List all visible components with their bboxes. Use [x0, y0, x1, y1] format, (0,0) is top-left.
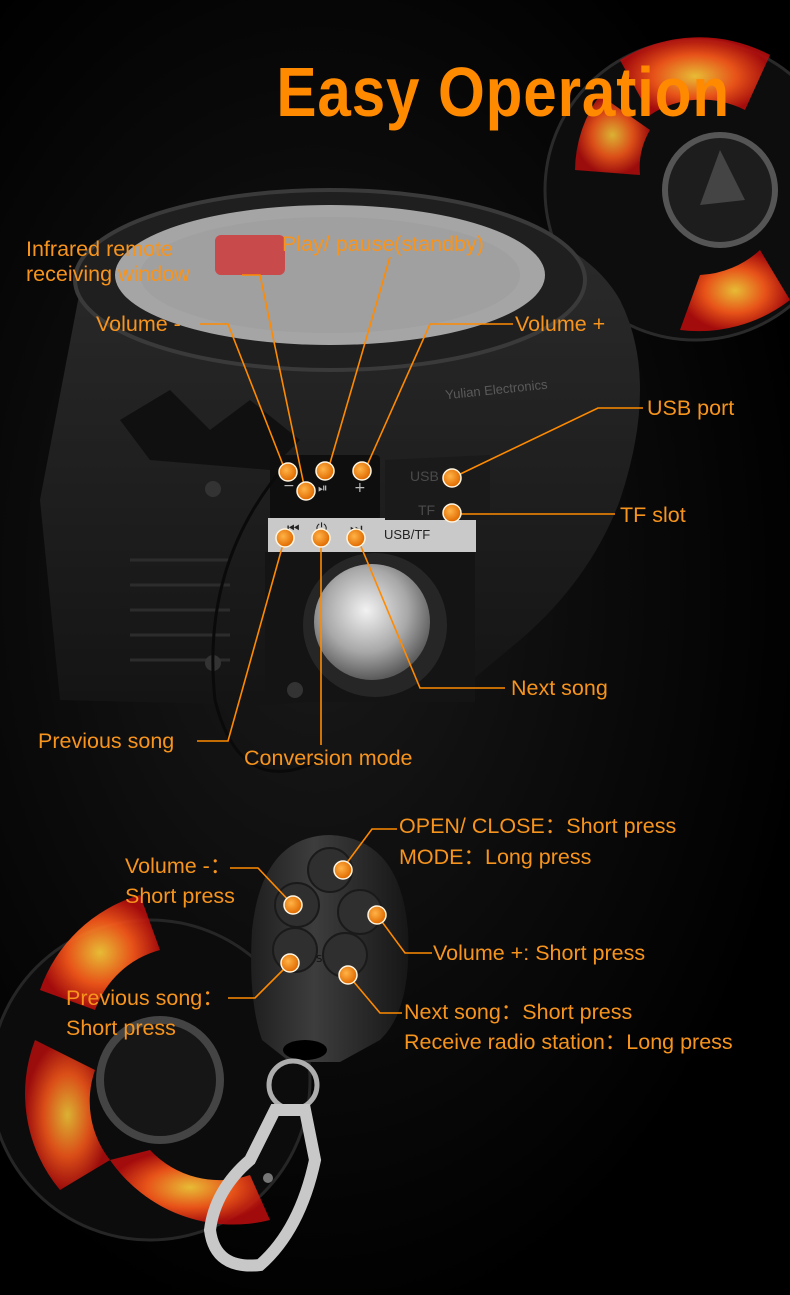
- label-remote-next-1: Next song：Short press: [404, 1000, 633, 1024]
- label-usb-port: USB port: [647, 396, 735, 420]
- marker-volume-minus: [278, 462, 298, 482]
- marker-ir-window: [296, 481, 316, 501]
- marker-remote-open: [333, 860, 353, 880]
- label-remote-volume-minus-2: Short press: [125, 884, 235, 908]
- label-remote-mode: MODE：Long press: [399, 845, 592, 869]
- label-ir-window-line2: receiving window: [26, 262, 190, 286]
- marker-volume-plus: [352, 461, 372, 481]
- marker-remote-next: [338, 965, 358, 985]
- device-tf-mark: TF: [418, 502, 436, 518]
- led-wheel-top-right: [543, 37, 790, 342]
- svg-text:−: −: [283, 478, 295, 494]
- label-play-pause: Play/ pause(standby): [282, 232, 484, 256]
- label-tf-slot: TF slot: [620, 503, 686, 527]
- label-remote-previous-2: Short press: [66, 1016, 176, 1040]
- marker-mode: [311, 528, 331, 548]
- callout-markers: [275, 461, 462, 985]
- marker-remote-vol-minus: [283, 895, 303, 915]
- svg-text:+: +: [354, 480, 366, 496]
- label-ir-window-line1: Infrared remote: [26, 237, 173, 261]
- svg-text:⏯: ⏯: [318, 481, 328, 495]
- label-previous-song: Previous song: [38, 729, 175, 753]
- label-volume-plus: Volume +: [515, 312, 606, 336]
- label-remote-volume-minus-1: Volume -：: [125, 854, 232, 878]
- label-remote-volume-plus: Volume +: Short press: [433, 941, 646, 965]
- marker-tf: [442, 503, 462, 523]
- page-title: Easy Operation: [276, 53, 730, 131]
- svg-text:S: S: [316, 954, 322, 965]
- marker-previous: [275, 528, 295, 548]
- label-conversion-mode: Conversion mode: [244, 746, 413, 770]
- label-remote-open-close: OPEN/ CLOSE：Short press: [399, 814, 677, 838]
- leader-lines: [197, 256, 643, 1014]
- label-remote-previous-1: Previous song：: [66, 986, 224, 1010]
- marker-remote-prev: [280, 953, 300, 973]
- label-volume-minus: Volume -: [96, 312, 181, 336]
- marker-usb: [442, 468, 462, 488]
- marker-remote-vol-plus: [367, 905, 387, 925]
- label-remote-next-2: Receive radio station：Long press: [404, 1030, 733, 1054]
- label-next-song: Next song: [511, 676, 608, 700]
- led-wheel-bottom-left: [0, 895, 312, 1242]
- speaker-device: ⏮ ⏻ ⏭ − ⏯ +: [40, 188, 640, 773]
- marker-play-pause: [315, 461, 335, 481]
- marker-next: [346, 528, 366, 548]
- device-usb-mark: USB: [410, 468, 439, 484]
- device-usb-tf-label: USB/TF: [384, 527, 431, 542]
